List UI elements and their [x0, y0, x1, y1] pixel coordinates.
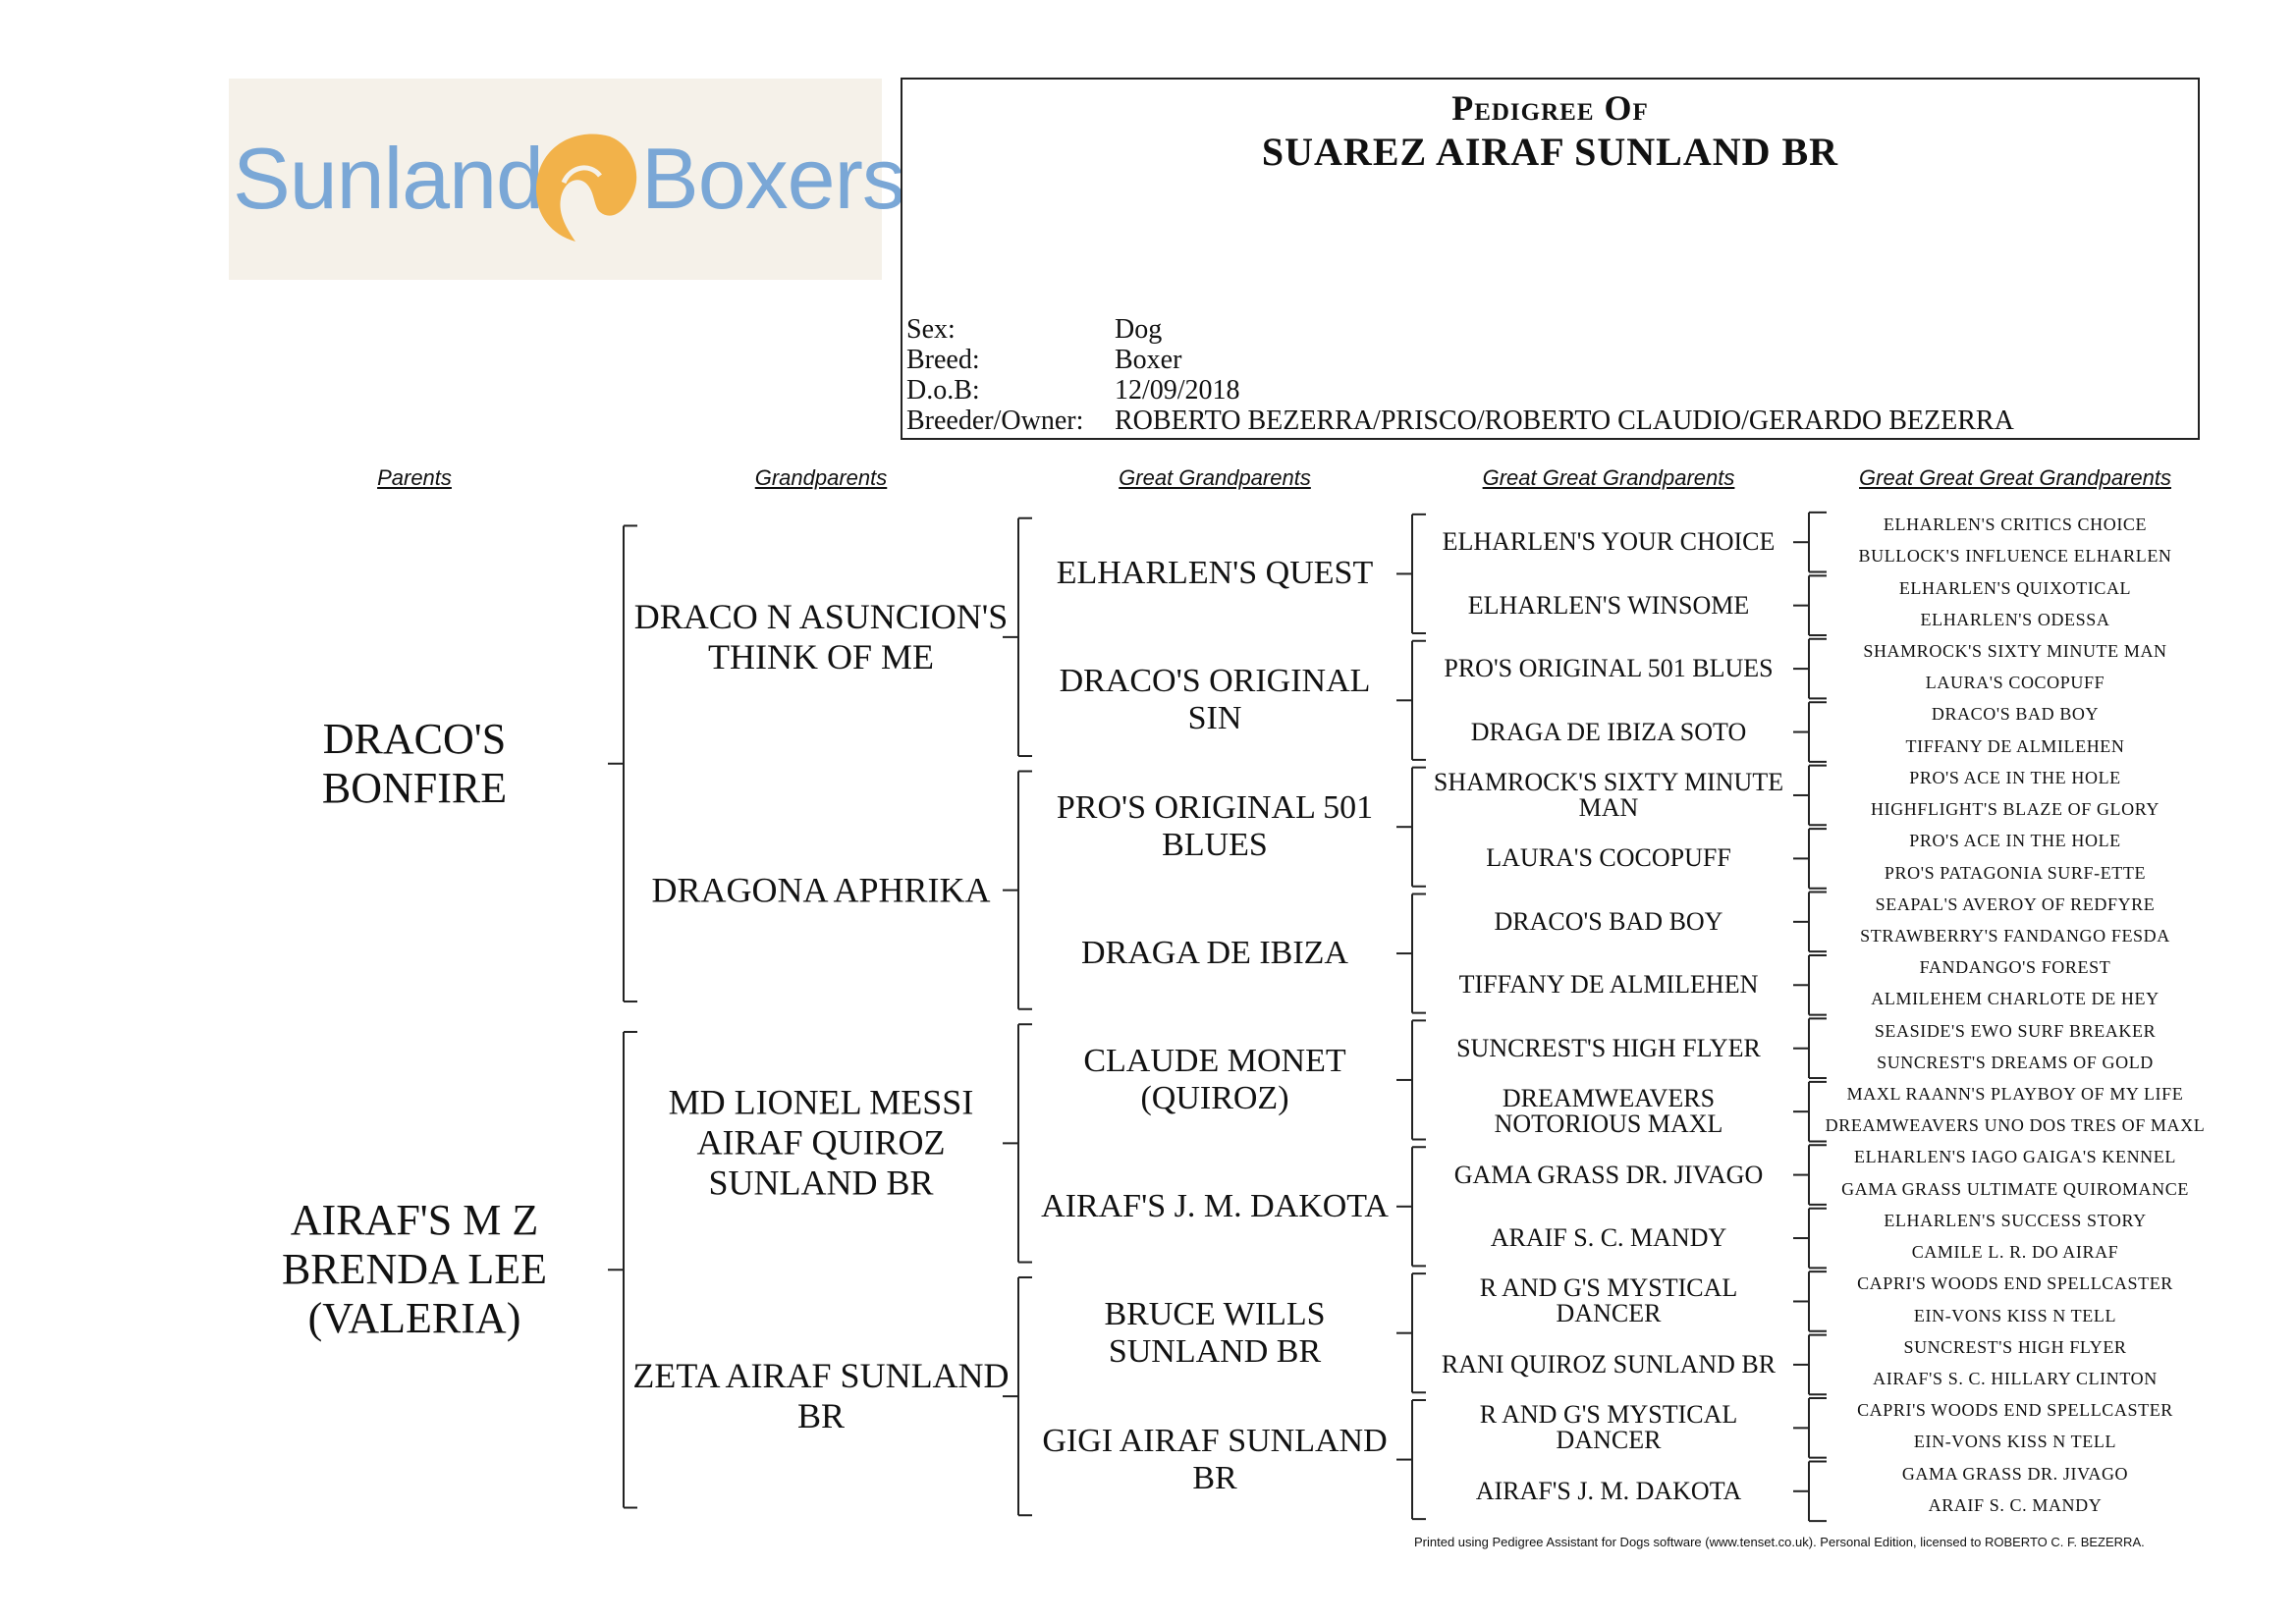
info-row-dob: D.o.B: 12/09/2018 — [906, 375, 2014, 406]
great-great-great-grandparent-name: FANDANGO'S FOREST — [1919, 958, 2111, 978]
great-grandparent-name: AIRAF'S J. M. DAKOTA — [1041, 1187, 1389, 1224]
info-row-breeder-owner: Breeder/Owner: ROBERTO BEZERRA/PRISCO/ROB… — [906, 406, 2014, 436]
parent-name: DRACO'S BONFIRE — [321, 714, 508, 812]
info-label: D.o.B: — [906, 375, 980, 406]
great-great-great-grandparent-name: SEAPAL'S AVEROY OF REDFYRE — [1875, 894, 2156, 914]
great-great-great-grandparent-name: SEASIDE'S EWO SURF BREAKER — [1874, 1021, 2157, 1041]
info-row-breed: Breed: Boxer — [906, 345, 2014, 375]
dog-name-title: SUAREZ AIRAF SUNLAND BR — [1261, 130, 1839, 174]
great-grandparent-name: BRUCE WILLS SUNLAND BR — [1104, 1295, 1326, 1370]
great-great-great-grandparent-name: ARAIF S. C. MANDY — [1928, 1495, 2103, 1515]
header-parents: Parents — [377, 465, 452, 490]
great-grandparent-name: ELHARLEN'S QUEST — [1056, 555, 1374, 592]
great-great-great-grandparent-name: HIGHFLIGHT'S BLAZE OF GLORY — [1871, 800, 2159, 820]
printed-by-footer: Printed using Pedigree Assistant for Dog… — [1414, 1535, 2145, 1549]
great-great-great-grandparent-name: CAMILE L. R. DO AIRAF — [1911, 1243, 2119, 1263]
great-great-great-grandparent-name: GAMA GRASS DR. JIVAGO — [1901, 1464, 2129, 1484]
pedigree-info-box: Pedigree Of SUAREZ AIRAF SUNLAND BR Sex:… — [901, 78, 2200, 440]
great-great-grandparent-name: DRACO'S BAD BOY — [1494, 906, 1723, 936]
great-great-grandparent-name: TIFFANY DE ALMILEHEN — [1458, 970, 1759, 1000]
header-grandparents: Grandparents — [754, 465, 888, 490]
logo-word-boxers: Boxers — [641, 130, 905, 227]
header-great-grandparents: Great Grandparents — [1119, 465, 1311, 490]
great-great-great-grandparent-name: PRO'S ACE IN THE HOLE — [1909, 832, 2121, 851]
info-value: Boxer — [1115, 345, 1182, 375]
parent-name: AIRAF'S M Z BRENDA LEE (VALERIA) — [281, 1196, 548, 1343]
info-label: Breeder/Owner: — [906, 406, 1084, 436]
great-great-great-grandparent-name: SUNCREST'S HIGH FLYER — [1903, 1337, 2127, 1357]
great-grandparent-name: DRACO'S ORIGINAL SIN — [1059, 663, 1371, 737]
great-great-grandparent-name: R AND G'S MYSTICAL DANCER — [1479, 1273, 1738, 1328]
great-great-grandparent-name: ELHARLEN'S YOUR CHOICE — [1442, 527, 1776, 557]
great-great-great-grandparent-name: TIFFANY DE ALMILEHEN — [1905, 736, 2125, 756]
great-great-grandparent-name: LAURA'S COCOPUFF — [1486, 843, 1731, 873]
great-great-grandparent-name: PRO'S ORIGINAL 501 BLUES — [1444, 654, 1774, 683]
sunland-boxers-logo: Sunland Boxers — [229, 79, 905, 280]
great-great-grandparent-name: SHAMROCK'S SIXTY MINUTE MAN — [1433, 767, 1784, 822]
great-great-great-grandparent-name: CAPRI'S WOODS END SPELLCASTER — [1857, 1274, 2173, 1294]
info-row-sex: Sex: Dog — [906, 314, 2014, 345]
grandparent-name: MD LIONEL MESSI AIRAF QUIROZ SUNLAND BR — [668, 1082, 974, 1203]
info-value: ROBERTO BEZERRA/PRISCO/ROBERTO CLAUDIO/G… — [1115, 406, 2014, 436]
great-great-grandparent-name: SUNCREST'S HIGH FLYER — [1456, 1033, 1761, 1062]
great-great-great-grandparent-name: AIRAF'S S. C. HILLARY CLINTON — [1873, 1370, 2158, 1389]
dog-info-list: Sex: Dog Breed: Boxer D.o.B: 12/09/2018 Bre… — [906, 314, 2014, 436]
great-great-great-grandparent-name: DREAMWEAVERS UNO DOS TRES OF MAXL — [1825, 1116, 2206, 1136]
great-great-great-grandparent-name: CAPRI'S WOODS END SPELLCASTER — [1857, 1401, 2173, 1421]
boxer-head-logo-icon — [536, 134, 637, 242]
great-grandparent-name: PRO'S ORIGINAL 501 BLUES — [1056, 789, 1374, 864]
great-great-great-grandparent-name: SHAMROCK'S SIXTY MINUTE MAN — [1863, 641, 2167, 661]
great-great-grandparent-name: DREAMWEAVERS NOTORIOUS MAXL — [1494, 1084, 1723, 1139]
great-great-great-grandparent-name: STRAWBERRY'S FANDANGO FESDA — [1860, 926, 2170, 946]
great-grandparent-name: GIGI AIRAF SUNLAND BR — [1042, 1422, 1388, 1496]
great-great-grandparent-name: RANI QUIROZ SUNLAND BR — [1441, 1349, 1777, 1379]
great-great-great-grandparent-name: EIN-VONS KISS N TELL — [1913, 1433, 2117, 1452]
great-grandparent-name: CLAUDE MONET (QUIROZ) — [1083, 1042, 1346, 1116]
pedigree-title: Pedigree Of — [1451, 88, 1649, 128]
great-great-great-grandparent-name: ELHARLEN'S ODESSA — [1920, 610, 2110, 629]
header-great-great-grandparents: Great Great Grandparents — [1482, 465, 1735, 490]
great-great-great-grandparent-name: EIN-VONS KISS N TELL — [1913, 1306, 2117, 1325]
great-grandparent-name: DRAGA DE IBIZA — [1081, 935, 1348, 972]
great-great-great-grandparent-name: SUNCREST'S DREAMS OF GOLD — [1877, 1053, 2154, 1072]
info-value: 12/09/2018 — [1115, 375, 1240, 406]
great-great-grandparent-name: AIRAF'S J. M. DAKOTA — [1475, 1476, 1742, 1505]
great-great-grandparent-name: ELHARLEN'S WINSOME — [1467, 590, 1750, 620]
great-great-grandparent-name: GAMA GRASS DR. JIVAGO — [1453, 1160, 1764, 1189]
great-great-great-grandparent-name: MAXL RAANN'S PLAYBOY OF MY LIFE — [1846, 1085, 2184, 1105]
grandparent-name: DRACO N ASUNCION'S THINK OF ME — [633, 596, 1009, 676]
logo-word-sunland: Sunland — [233, 130, 544, 227]
great-great-great-grandparent-name: PRO'S ACE IN THE HOLE — [1909, 768, 2121, 787]
grandparent-name: ZETA AIRAF SUNLAND BR — [632, 1356, 1010, 1436]
great-great-great-grandparent-name: ALMILEHEM CHARLOTE DE HEY — [1871, 990, 2159, 1009]
great-great-great-grandparent-name: ELHARLEN'S QUIXOTICAL — [1898, 578, 2132, 598]
great-great-great-grandparent-name: PRO'S PATAGONIA SURF-ETTE — [1884, 863, 2147, 883]
great-great-great-grandparent-name: ELHARLEN'S SUCCESS STORY — [1884, 1211, 2147, 1230]
great-great-great-grandparent-name: ELHARLEN'S CRITICS CHOICE — [1883, 515, 2148, 535]
great-great-grandparent-name: DRAGA DE IBIZA SOTO — [1470, 717, 1747, 746]
great-great-grandparent-name: R AND G'S MYSTICAL DANCER — [1479, 1400, 1738, 1455]
grandparent-name: DRAGONA APHRIKA — [651, 870, 991, 910]
info-label: Sex: — [906, 314, 956, 345]
great-great-great-grandparent-name: GAMA GRASS ULTIMATE QUIROMANCE — [1841, 1179, 2189, 1199]
info-value: Dog — [1115, 314, 1163, 345]
great-great-great-grandparent-name: DRACO'S BAD BOY — [1931, 705, 2100, 725]
info-label: Breed: — [906, 345, 980, 375]
header-great-great-great-grandparents: Great Great Great Grandparents — [1859, 465, 2171, 490]
great-great-grandparent-name: ARAIF S. C. MANDY — [1490, 1223, 1727, 1253]
great-great-great-grandparent-name: LAURA'S COCOPUFF — [1925, 674, 2105, 693]
great-great-great-grandparent-name: ELHARLEN'S IAGO GAIGA'S KENNEL — [1854, 1148, 2176, 1167]
great-great-great-grandparent-name: BULLOCK'S INFLUENCE ELHARLEN — [1858, 547, 2172, 567]
